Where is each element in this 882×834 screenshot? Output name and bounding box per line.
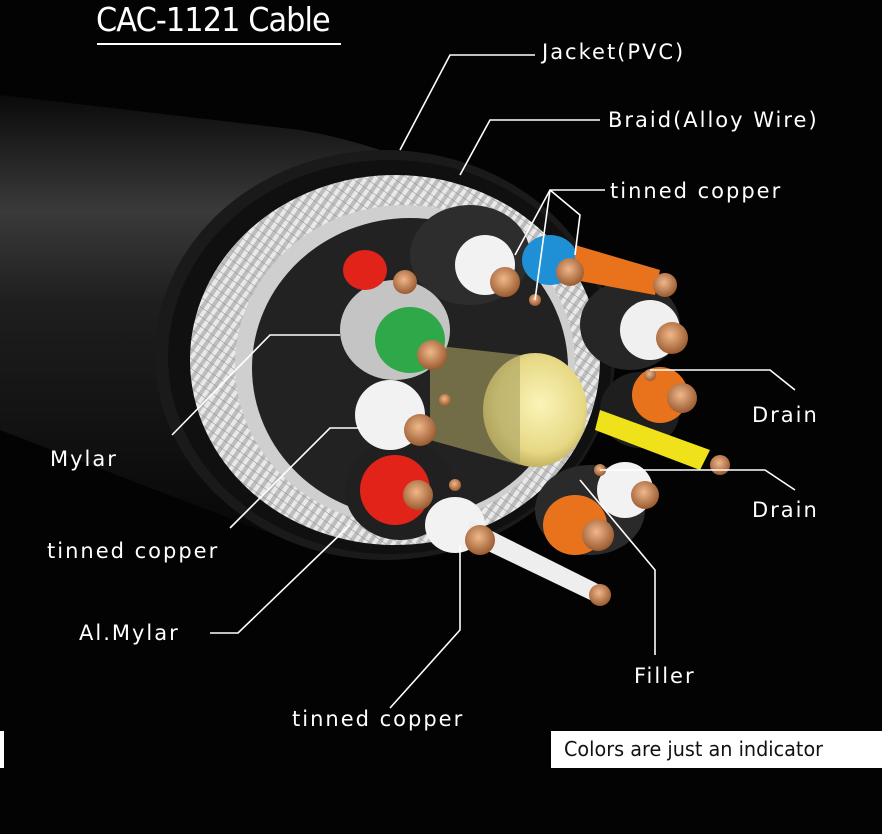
wire-red-top xyxy=(343,250,387,290)
line-drain-2 xyxy=(600,469,796,491)
callout-lines xyxy=(171,54,796,709)
line-filler xyxy=(579,479,656,655)
note-box: Colors are just an indicator xyxy=(551,731,882,768)
line-mylar xyxy=(171,334,340,436)
line-drain-1 xyxy=(650,369,796,391)
line-tinned-left xyxy=(229,427,360,529)
label-tinned-copper-bottom: tinned copper xyxy=(292,707,465,731)
line-jacket xyxy=(399,54,535,151)
copper-strands xyxy=(393,258,730,606)
title-underline xyxy=(97,43,341,45)
line-tinned-bottom xyxy=(389,545,461,709)
label-mylar: Mylar xyxy=(50,447,118,471)
diagram-title: CAC-1121 Cable xyxy=(96,0,331,39)
label-tinned-copper-top: tinned copper xyxy=(610,179,783,203)
label-braid: Braid(Alloy Wire) xyxy=(608,108,819,132)
label-al-mylar: Al.Mylar xyxy=(79,621,180,645)
label-jacket: Jacket(PVC) xyxy=(542,40,686,64)
wire-yellow xyxy=(595,410,710,470)
wire-white-drain xyxy=(465,520,600,600)
wire-orange-top xyxy=(575,245,660,295)
line-tinned-top-3 xyxy=(534,189,551,301)
left-edge-mark xyxy=(0,731,4,768)
line-braid xyxy=(459,119,600,176)
label-filler: Filler xyxy=(634,664,696,688)
line-tinned-top-2 xyxy=(549,189,581,256)
note-text: Colors are just an indicator xyxy=(564,737,824,761)
label-drain-2: Drain xyxy=(752,498,819,522)
label-drain-1: Drain xyxy=(752,403,819,427)
label-tinned-copper-left: tinned copper xyxy=(47,539,220,563)
line-al-mylar xyxy=(210,524,351,634)
